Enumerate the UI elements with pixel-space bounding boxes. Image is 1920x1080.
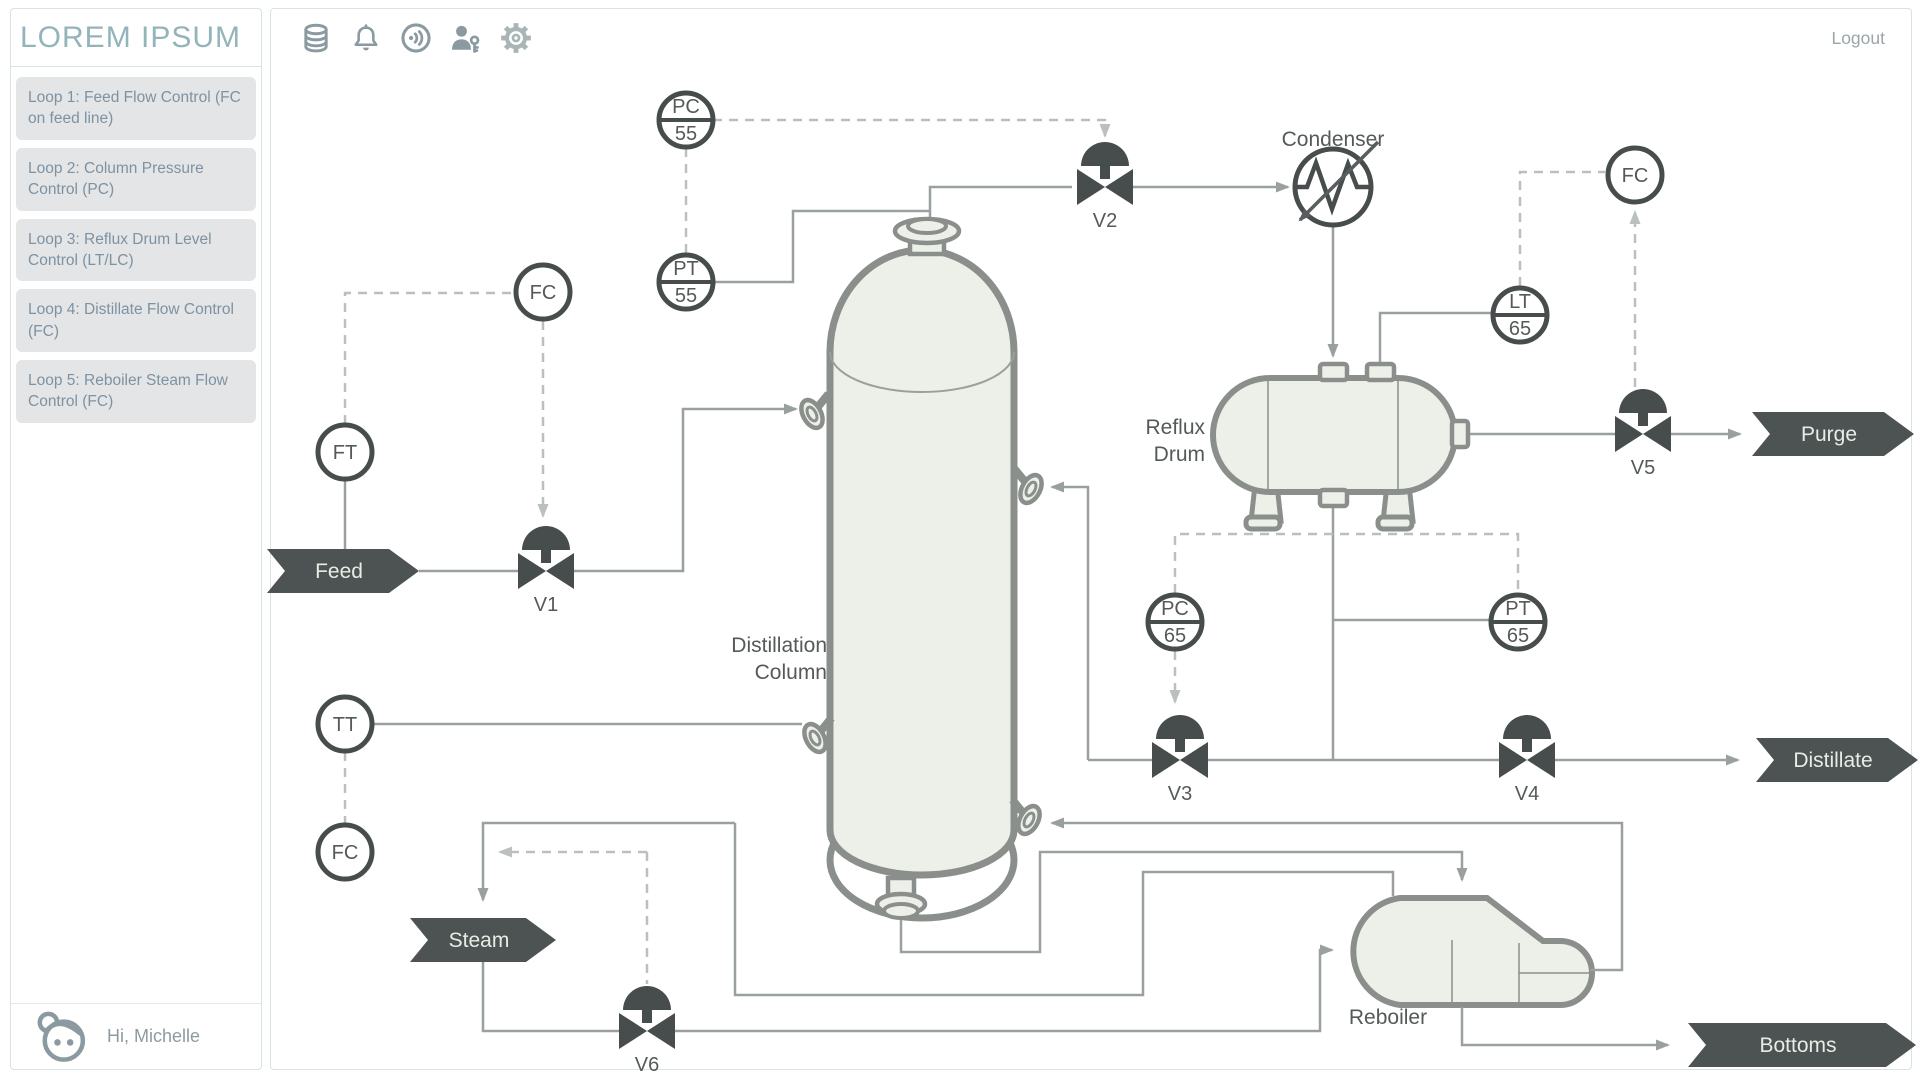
flag-label: Purge — [1801, 423, 1857, 446]
valve-V6[interactable]: V6 — [619, 986, 675, 1076]
valve-label: V6 — [635, 1054, 659, 1076]
sidebar-item-loop-1[interactable]: Loop 1: Feed Flow Control (FC on feed li… — [16, 77, 256, 140]
instrument-tag: TT — [333, 714, 357, 736]
flag-distillate[interactable]: Distillate — [1756, 738, 1918, 782]
valve-V2[interactable]: V2 — [1077, 142, 1133, 232]
flag-feed[interactable]: Feed — [267, 549, 419, 593]
settings-gear-icon[interactable] — [497, 19, 535, 57]
database-icon[interactable] — [297, 19, 335, 57]
instrument-tt-column[interactable]: TT — [315, 694, 375, 754]
sidebar: LOREM IPSUM Loop 1: Feed Flow Control (F… — [10, 8, 262, 1070]
loop-list: Loop 1: Feed Flow Control (FC on feed li… — [11, 67, 261, 423]
instrument-value: 55 — [675, 123, 697, 145]
instrument-pc-65[interactable]: PC 65 — [1145, 592, 1205, 652]
instrument-tag: PC — [1161, 598, 1189, 620]
instrument-pc-55[interactable]: PC 55 — [656, 90, 716, 150]
valve-V5[interactable]: V5 — [1615, 389, 1671, 479]
flag-steam[interactable]: Steam — [410, 918, 556, 962]
instrument-value: 55 — [675, 285, 697, 307]
flag-purge[interactable]: Purge — [1752, 412, 1914, 456]
flag-label: Steam — [449, 929, 510, 952]
instrument-tag: FC — [332, 842, 359, 864]
instrument-tag: PC — [672, 96, 700, 118]
flag-label: Feed — [315, 560, 363, 583]
flag-label: Bottoms — [1759, 1034, 1836, 1057]
sidebar-item-loop-2[interactable]: Loop 2: Column Pressure Control (PC) — [16, 147, 256, 211]
instrument-value: 65 — [1507, 625, 1529, 647]
sidebar-item-loop-3[interactable]: Loop 3: Reflux Drum Level Control (LT/LC… — [16, 218, 256, 282]
valve-label: V4 — [1515, 783, 1539, 805]
instrument-tag: FC — [530, 282, 557, 304]
logout-link[interactable]: Logout — [1831, 27, 1885, 48]
valve-V3[interactable]: V3 — [1152, 715, 1208, 805]
instrument-tag: PT — [673, 258, 699, 280]
sidebar-item-loop-4[interactable]: Loop 4: Distillate Flow Control (FC) — [16, 289, 256, 352]
instrument-tag: LT — [1509, 291, 1531, 313]
valve-V4[interactable]: V4 — [1499, 715, 1555, 805]
flag-label: Distillate — [1793, 749, 1872, 772]
user-row: Hi, Michelle — [11, 1003, 261, 1069]
instrument-lt-65[interactable]: LT 65 — [1490, 285, 1550, 345]
flag-bottoms[interactable]: Bottoms — [1688, 1023, 1916, 1067]
broadcast-icon[interactable] — [397, 19, 435, 57]
valve-label: V1 — [534, 594, 558, 616]
instrument-fc-purge[interactable]: FC — [1605, 145, 1665, 205]
valve-label: V3 — [1168, 783, 1192, 805]
instrument-pt-55[interactable]: PT 55 — [656, 252, 716, 312]
instrument-fc-feed[interactable]: FC — [513, 262, 573, 322]
app-logo: LOREM IPSUM — [11, 9, 261, 67]
valve-label: V2 — [1093, 210, 1117, 232]
instrument-ft-feed[interactable]: FT — [315, 422, 375, 482]
instrument-fc-steam[interactable]: FC — [315, 822, 375, 882]
valve-label: V5 — [1631, 457, 1655, 479]
main-panel: Logout — [270, 8, 1912, 1070]
user-key-icon[interactable] — [447, 19, 485, 57]
avatar — [37, 1011, 86, 1062]
instrument-tag: FT — [333, 442, 357, 464]
instrument-tag: PT — [1505, 598, 1531, 620]
instrument-value: 65 — [1509, 318, 1531, 340]
sidebar-item-loop-5[interactable]: Loop 5: Reboiler Steam Flow Control (FC) — [16, 360, 256, 423]
instrument-value: 65 — [1164, 625, 1186, 647]
toolbar: Logout — [271, 9, 1911, 67]
valve-V1[interactable]: V1 — [518, 526, 574, 616]
instrument-pt-65[interactable]: PT 65 — [1488, 592, 1548, 652]
notifications-bell-icon[interactable] — [347, 19, 385, 57]
instrument-tag: FC — [1622, 165, 1649, 187]
greeting: Hi, Michelle — [107, 1026, 201, 1046]
